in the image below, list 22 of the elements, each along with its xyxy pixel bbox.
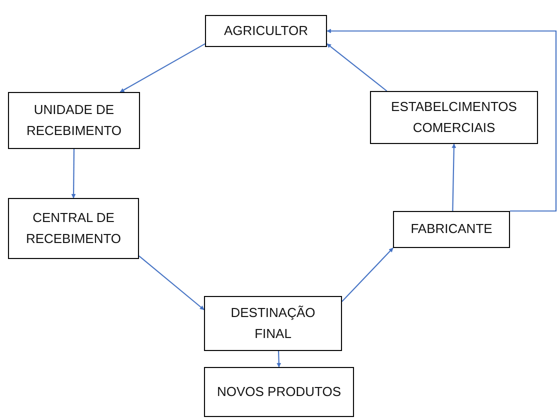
arrow (71, 149, 76, 198)
node-label: CENTRAL DE RECEBIMENTO (24, 208, 122, 248)
arrow (452, 144, 456, 212)
process-box (8, 92, 140, 149)
process-box (8, 198, 139, 259)
node-label: AGRICULTOR (224, 22, 308, 40)
node-label: ESTABELCIMENTOS COMERCIAIS (390, 98, 518, 136)
node-label: DESTINAÇÃO FINAL (230, 304, 316, 342)
arrow (326, 28, 557, 212)
arrow (120, 43, 206, 92)
node-label: FABRICANTE (410, 220, 492, 238)
arrow (326, 43, 388, 92)
arrow (342, 248, 394, 302)
process-box (370, 91, 538, 144)
process-box (204, 367, 354, 417)
node-label: UNIDADE DE RECEBIMENTO (25, 100, 123, 140)
process-box (393, 211, 510, 248)
process-box (204, 296, 342, 351)
node-label: NOVOS PRODUTOS (216, 382, 341, 401)
process-box (205, 15, 327, 47)
arrow (138, 256, 204, 310)
arrow (276, 350, 282, 368)
